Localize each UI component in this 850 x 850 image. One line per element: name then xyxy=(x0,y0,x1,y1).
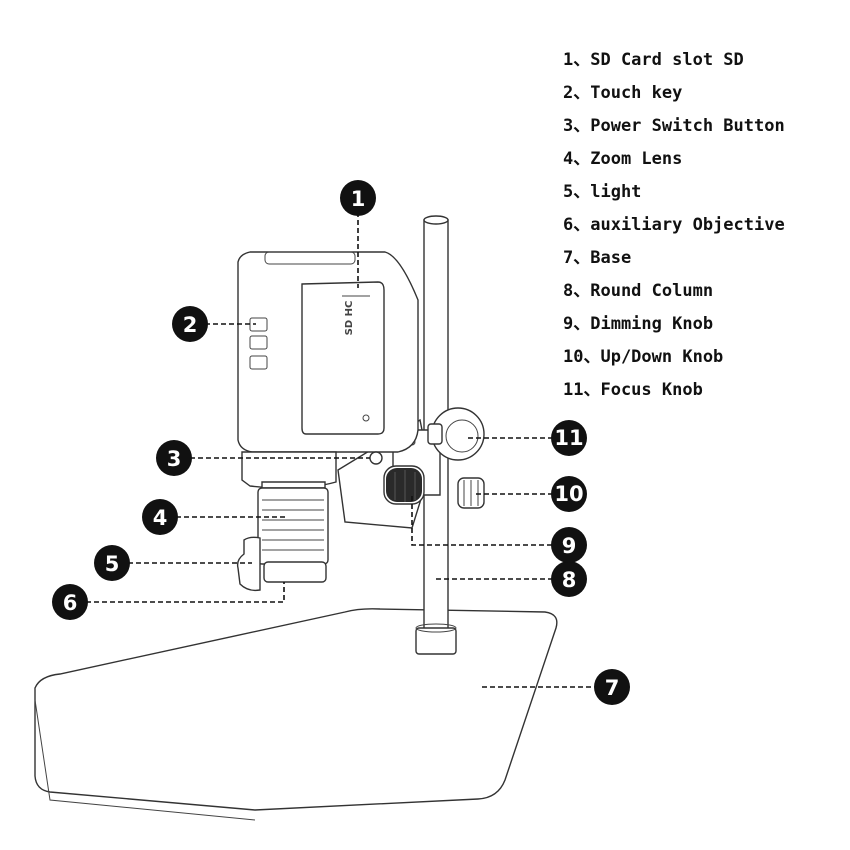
legend-item: 10、Up/Down Knob xyxy=(563,347,724,367)
callout-number: 4 xyxy=(153,506,168,530)
callout-number: 9 xyxy=(562,534,577,558)
legend-item: 5、light xyxy=(563,182,642,202)
base-plate xyxy=(34,608,558,821)
legend-item: 9、Dimming Knob xyxy=(563,314,714,334)
callout-9: 9 xyxy=(551,527,587,563)
legend-item: 2、Touch key xyxy=(563,83,683,103)
callout-number: 3 xyxy=(167,447,182,471)
focus-knob xyxy=(427,407,485,461)
callout-10: 10 xyxy=(551,476,587,512)
sd-logo: SD HC xyxy=(344,301,355,336)
callout-8: 8 xyxy=(551,561,587,597)
callout-5: 5 xyxy=(94,545,130,581)
callout-2: 2 xyxy=(172,306,208,342)
camera-body: SD HC xyxy=(237,251,419,465)
leader-lines xyxy=(86,212,594,688)
zoom-lens xyxy=(257,487,329,583)
legend-item: 6、auxiliary Objective xyxy=(563,215,785,235)
legend-item: 8、Round Column xyxy=(563,281,714,301)
callout-number: 6 xyxy=(63,591,78,615)
legend-item: 7、Base xyxy=(563,248,632,268)
callout-3: 3 xyxy=(156,440,192,476)
callout-4: 4 xyxy=(142,499,178,535)
callout-number: 2 xyxy=(183,313,198,337)
callout-number: 11 xyxy=(554,426,583,450)
legend-item: 3、Power Switch Button xyxy=(563,116,785,136)
callout-11: 11 xyxy=(551,420,587,456)
callout-number: 10 xyxy=(554,482,583,506)
light-ring xyxy=(236,536,261,592)
callout-7: 7 xyxy=(594,669,630,705)
callout-number: 8 xyxy=(562,568,577,592)
callout-6: 6 xyxy=(52,584,88,620)
parts-legend: 1、SD Card slot SD 2、Touch key 3、Power Sw… xyxy=(563,46,785,409)
legend-item: 1、SD Card slot SD xyxy=(563,50,744,70)
callout-1: 1 xyxy=(340,180,376,216)
legend-item: 4、Zoom Lens xyxy=(563,149,683,169)
callout-number: 5 xyxy=(105,552,120,576)
up-down-knob xyxy=(457,477,485,509)
dimming-knob xyxy=(383,465,425,505)
callout-number: 1 xyxy=(351,187,366,211)
callout-number: 7 xyxy=(605,676,620,700)
legend-item: 11、Focus Knob xyxy=(563,380,703,400)
